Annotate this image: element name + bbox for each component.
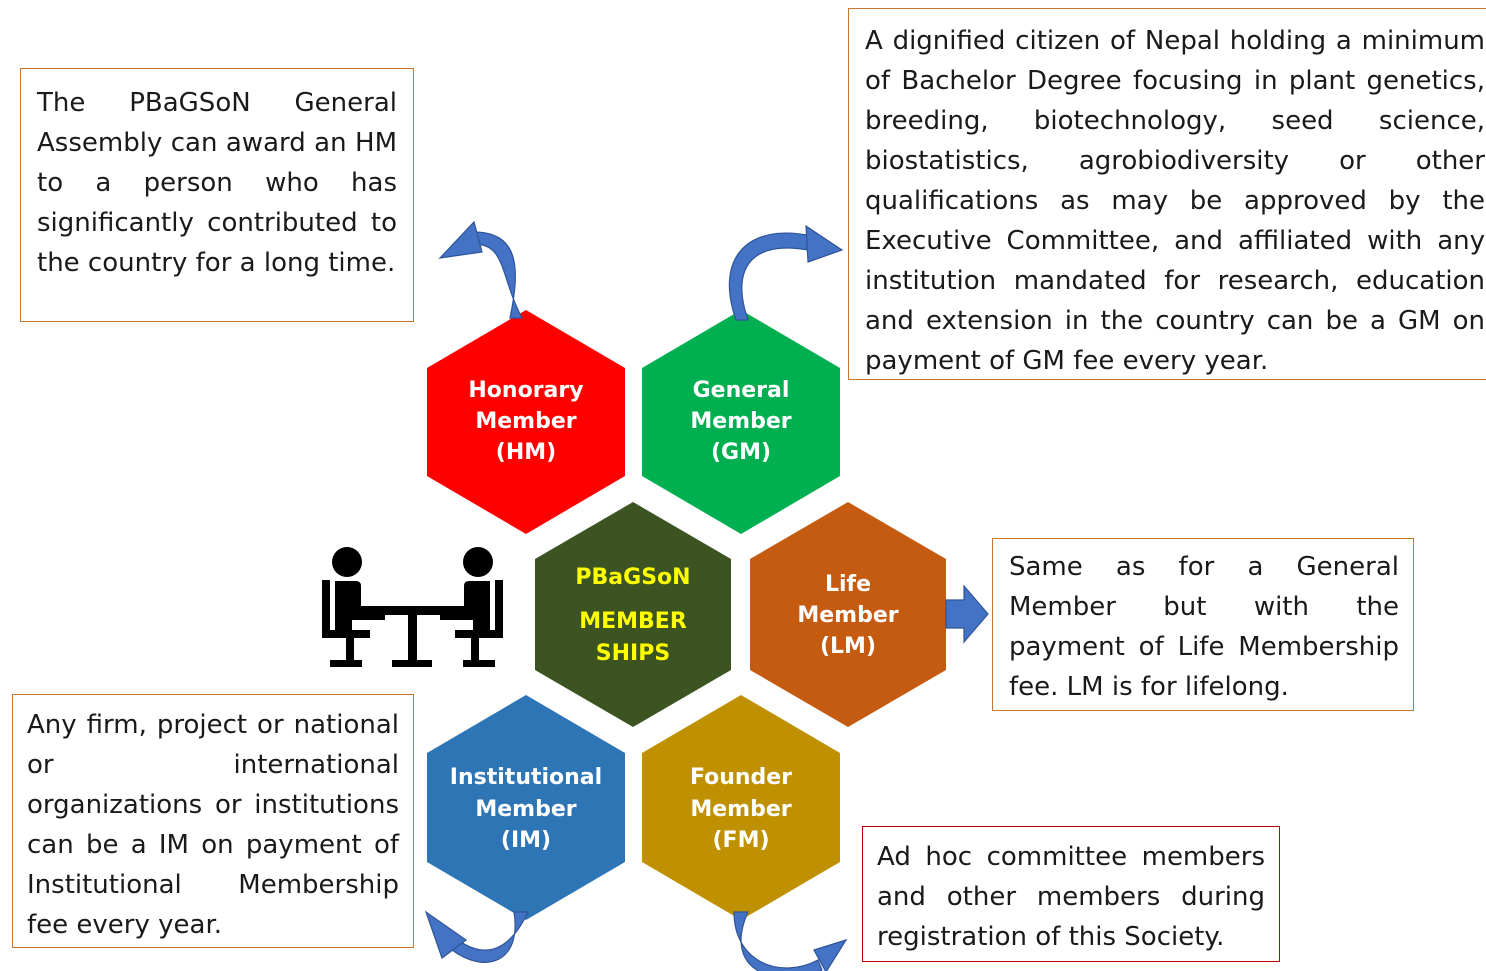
institutional-curved-arrow-icon bbox=[424, 910, 529, 963]
life-member-description: Same as for a General Member but with th… bbox=[1009, 552, 1399, 702]
general-member-description-box: A dignified citizen of Nepal holding a m… bbox=[848, 8, 1486, 380]
honorary-member-label-line3: (HM) bbox=[496, 440, 556, 465]
institutional-member-label-line2: Member bbox=[475, 797, 576, 822]
founder-member-label-line3: (FM) bbox=[712, 828, 769, 853]
honorary-member-description-box: The PBaGSoN General Assembly can award a… bbox=[20, 68, 414, 322]
honorary-member-label-line2: Member bbox=[475, 409, 576, 434]
institutional-member-hexagon bbox=[427, 695, 625, 920]
honorary-member-hexagon bbox=[427, 310, 625, 534]
life-member-label-line3: (LM) bbox=[820, 634, 876, 659]
institutional-member-description-box: Any firm, project or national or interna… bbox=[12, 694, 414, 948]
life-member-description-box: Same as for a General Member but with th… bbox=[992, 538, 1414, 711]
center-line2: MEMBER bbox=[579, 609, 687, 634]
founder-member-label-line1: Founder bbox=[690, 765, 792, 790]
founder-member-description: Ad hoc committee members and other membe… bbox=[877, 842, 1265, 952]
life-right-arrow-icon bbox=[945, 584, 989, 644]
general-member-label-line3: (GM) bbox=[711, 440, 771, 465]
general-curved-arrow-icon bbox=[728, 224, 844, 321]
honorary-member-label-line1: Honorary bbox=[468, 378, 583, 403]
general-member-label-line1: General bbox=[693, 378, 790, 403]
general-member-label-line2: Member bbox=[690, 409, 791, 434]
life-member-hexagon bbox=[750, 502, 946, 727]
life-member-label-line2: Member bbox=[797, 603, 898, 628]
founder-member-description-box: Ad hoc committee members and other membe… bbox=[862, 826, 1280, 962]
honorary-member-description: The PBaGSoN General Assembly can award a… bbox=[37, 88, 397, 278]
center-memberships-hexagon bbox=[535, 502, 731, 727]
general-member-hexagon bbox=[642, 310, 840, 534]
people-at-table-icon bbox=[322, 547, 503, 667]
founder-member-label-line2: Member bbox=[690, 797, 791, 822]
founder-curved-arrow-icon bbox=[733, 911, 848, 971]
institutional-member-description: Any firm, project or national or interna… bbox=[27, 710, 399, 940]
life-member-label-line1: Life bbox=[825, 572, 871, 597]
center-line3: SHIPS bbox=[596, 641, 670, 666]
institutional-member-label-line3: (IM) bbox=[501, 828, 551, 853]
honorary-curved-arrow-icon bbox=[438, 220, 523, 319]
general-member-description: A dignified citizen of Nepal holding a m… bbox=[865, 26, 1485, 376]
founder-member-hexagon bbox=[642, 695, 840, 920]
institutional-member-label-line1: Institutional bbox=[450, 765, 602, 790]
center-title: PBaGSoN bbox=[575, 565, 690, 590]
